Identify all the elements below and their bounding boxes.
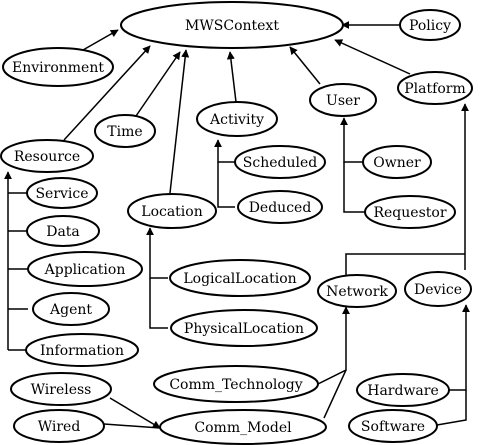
edge-network-platform: [345, 253, 465, 275]
node-device[interactable]: Device: [404, 271, 472, 307]
node-comm-model[interactable]: Comm_Model: [159, 409, 327, 445]
edge-wireless-commmodel: [109, 397, 161, 429]
node-comm-technology[interactable]: Comm_Technology: [153, 365, 319, 403]
edge-owner-user: [340, 117, 365, 163]
edges: [4, 21, 470, 429]
node-physical-location[interactable]: PhysicalLocation: [170, 309, 318, 347]
edge-requestor-user: [343, 162, 365, 213]
node-label: Network: [326, 284, 388, 300]
node-label: Platform: [404, 81, 465, 97]
node-label: Location: [141, 204, 202, 220]
node-logical-location[interactable]: LogicalLocation: [169, 259, 311, 297]
node-hardware[interactable]: Hardware: [356, 373, 450, 407]
node-label: Environment: [12, 60, 104, 76]
node-location[interactable]: Location: [127, 193, 217, 229]
node-wireless[interactable]: Wireless: [10, 372, 112, 406]
node-label: Comm_Technology: [169, 377, 302, 393]
node-label: Deduced: [249, 200, 312, 216]
node-label: Information: [40, 343, 124, 359]
node-data[interactable]: Data: [26, 215, 100, 247]
node-label: Owner: [373, 155, 421, 171]
edge-software-device: [436, 390, 467, 426]
edge-scheduled-activity: [214, 139, 235, 163]
node-time[interactable]: Time: [94, 114, 156, 148]
edge-platform-mwscontext: [334, 39, 411, 75]
node-label: Resource: [14, 149, 80, 165]
edge-resource-mwscontext: [63, 45, 151, 141]
node-label: Data: [46, 224, 80, 240]
node-mwscontext[interactable]: MWSContext: [120, 1, 344, 49]
node-label: Agent: [49, 302, 92, 318]
node-label: Wireless: [31, 382, 92, 398]
node-label: Service: [35, 186, 88, 202]
node-information[interactable]: Information: [25, 333, 139, 367]
edge-commtechnology-network: [317, 306, 350, 385]
node-label: Time: [107, 124, 142, 140]
edge-physicallocation-location: [149, 278, 168, 329]
node-scheduled[interactable]: Scheduled: [234, 145, 326, 179]
node-resource[interactable]: Resource: [0, 139, 94, 173]
edge-user-mwscontext: [289, 46, 321, 85]
node-label: Hardware: [367, 383, 439, 399]
node-label: Wired: [38, 419, 81, 435]
edge-commmodel-network: [323, 369, 347, 419]
edge-deduced-activity: [217, 162, 235, 208]
node-label: Software: [361, 419, 425, 435]
node-environment[interactable]: Environment: [2, 47, 114, 87]
edge-location-mwscontext: [169, 49, 190, 194]
edge-logicallocation-location: [146, 227, 168, 279]
node-label: User: [326, 93, 360, 109]
node-label: MWSContext: [185, 18, 279, 34]
node-software[interactable]: Software: [348, 409, 438, 443]
node-label: Activity: [209, 112, 264, 128]
node-label: Comm_Model: [194, 420, 292, 436]
node-service[interactable]: Service: [26, 177, 98, 209]
node-policy[interactable]: Policy: [399, 9, 461, 41]
edge-wired-commmodel: [103, 423, 161, 429]
node-requestor[interactable]: Requestor: [364, 195, 456, 229]
node-label: Policy: [409, 18, 451, 34]
node-activity[interactable]: Activity: [196, 101, 278, 137]
node-user[interactable]: User: [309, 83, 377, 117]
node-deduced[interactable]: Deduced: [237, 190, 323, 224]
node-label: Device: [414, 282, 462, 298]
node-label: PhysicalLocation: [184, 321, 304, 337]
edge-hardware-device: [449, 304, 470, 391]
node-network[interactable]: Network: [317, 274, 397, 308]
node-platform[interactable]: Platform: [397, 71, 473, 105]
node-wired[interactable]: Wired: [13, 409, 105, 443]
node-application[interactable]: Application: [27, 251, 143, 287]
node-label: LogicalLocation: [183, 271, 296, 287]
node-label: Scheduled: [243, 155, 317, 171]
node-label: Requestor: [373, 205, 446, 221]
node-label: Application: [44, 262, 126, 278]
node-owner[interactable]: Owner: [362, 145, 432, 179]
edge-time-mwscontext: [135, 51, 181, 117]
edge-activity-mwscontext: [226, 51, 237, 103]
node-agent[interactable]: Agent: [32, 292, 110, 326]
